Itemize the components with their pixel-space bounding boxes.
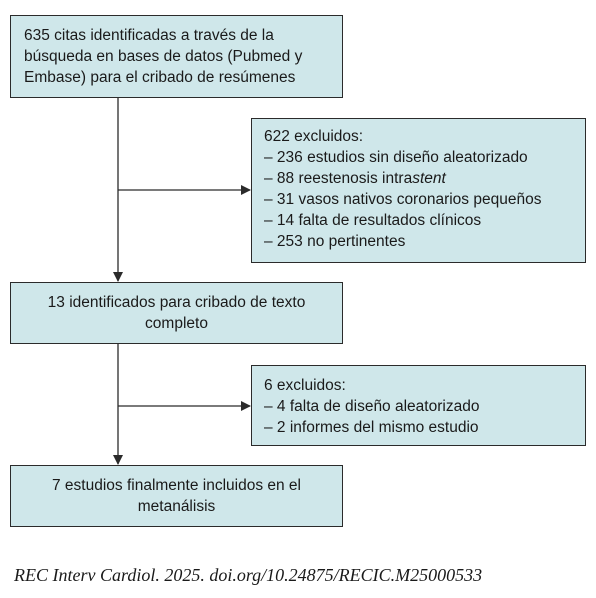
included-studies-box: 7 estudios finalmente incluidos en el me… [10,465,343,527]
excluded-first-heading: 622 excluidos: [264,128,364,145]
citations-line-1: 635 citas identificadas a través de la [24,27,274,44]
excluded-second-item-2: – 2 informes del mismo estudio [264,419,479,436]
fulltext-line-2: completo [145,315,208,332]
excluded-first-item-3: – 31 vasos nativos coronarios pequeños [264,191,542,208]
citations-line-3: Embase) para el cribado de resúmenes [24,69,296,86]
citations-line-2: búsqueda en bases de datos (Pubmed y [24,48,303,65]
excluded-first-item-2: – 88 reestenosis intrastent [264,168,585,189]
excluded-first-item-1: – 236 estudios sin diseño aleatorizado [264,149,528,166]
citations-identified-box: 635 citas identificadas a través de la b… [10,15,343,98]
included-line-2: metanálisis [137,498,216,515]
fulltext-screening-box: 13 identificados para cribado de texto c… [10,282,343,344]
excluded-second-heading: 6 excluidos: [264,377,346,394]
fulltext-line-1: 13 identificados para cribado de texto [47,294,306,311]
restenosis-prefix: – 88 reestenosis intra [264,170,413,187]
citation-caption: REC Interv Cardiol. 2025. doi.org/10.248… [14,565,483,585]
excluded-first-box: 622 excluidos: – 236 estudios sin diseño… [251,118,586,263]
excluded-second-item-1: – 4 falta de diseño aleatorizado [264,398,480,415]
flowchart-connectors [113,98,251,465]
excluded-first-item-5: – 253 no pertinentes [264,233,406,250]
excluded-second-box: 6 excluidos: – 4 falta de diseño aleator… [251,365,586,446]
restenosis-stent-italic: stent [412,170,446,187]
excluded-first-item-4: – 14 falta de resultados clínicos [264,212,482,229]
included-line-1: 7 estudios finalmente incluidos en el [51,477,301,494]
